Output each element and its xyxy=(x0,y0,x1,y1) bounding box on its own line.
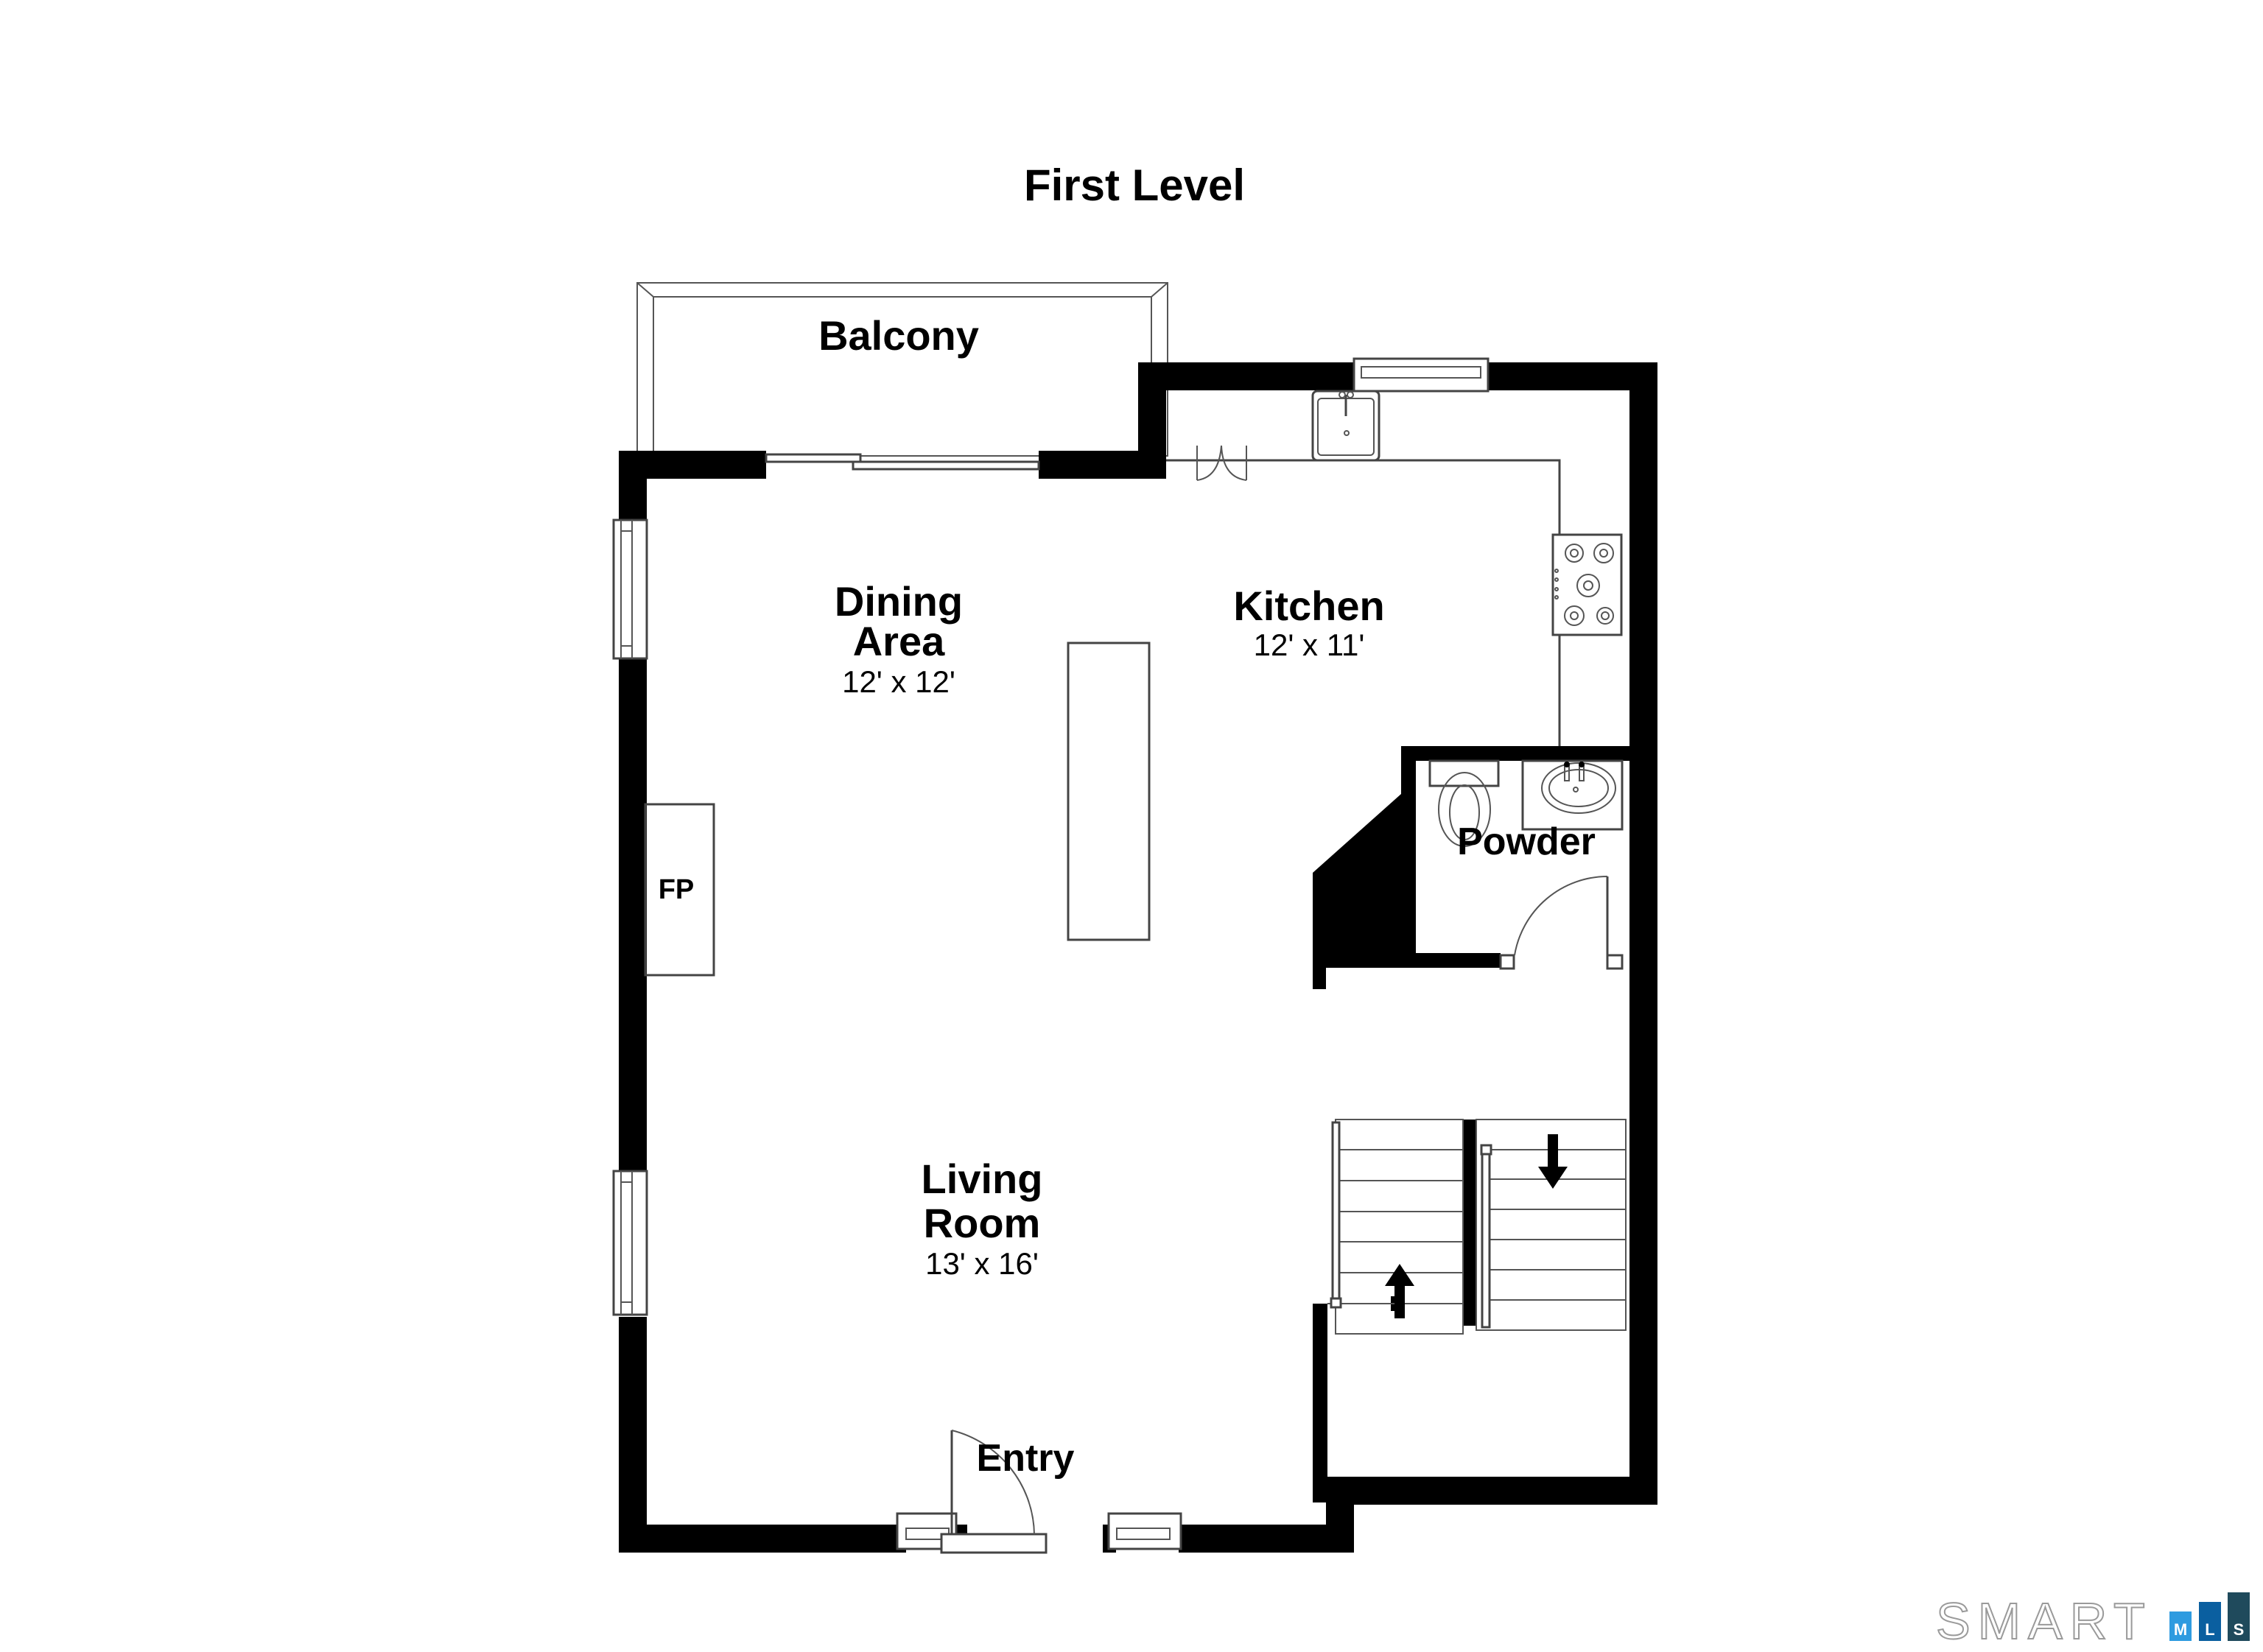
room-label-dining-line1: Dining xyxy=(835,578,963,625)
svg-text:M: M xyxy=(2174,1620,2187,1639)
room-labels: Dining Area 12' x 12' Kitchen 12' x 11' … xyxy=(835,578,1385,1281)
floor-title: First Level xyxy=(1024,161,1245,210)
room-dimensions-kitchen: 12' x 11' xyxy=(1254,628,1365,662)
vanity-sink-icon xyxy=(1541,762,1616,814)
fireplace-label: FP xyxy=(659,874,695,905)
handrail xyxy=(1481,1152,1491,1329)
room-label-balcony: Balcony xyxy=(818,312,979,359)
windows xyxy=(612,357,1490,1550)
powder-fixtures: Powder xyxy=(1428,759,1624,970)
room-label-dining-line2: Area xyxy=(853,618,945,664)
kitchen-island xyxy=(1067,642,1151,941)
stairs xyxy=(1327,1119,1627,1335)
kitchen-sink-icon xyxy=(1311,390,1380,462)
smart-mls-logo: SMART M L S xyxy=(1935,1592,2250,1651)
room-label-living-line2: Room xyxy=(924,1200,1041,1246)
stairs-down-flight xyxy=(1476,1119,1627,1331)
room-dimensions-dining: 12' x 12' xyxy=(842,664,955,699)
svg-text:S: S xyxy=(2234,1620,2245,1639)
window-left-lower xyxy=(612,1170,648,1316)
kitchen-counters xyxy=(1166,445,1561,746)
window-kitchen-top xyxy=(1352,357,1490,393)
arrow-up-icon xyxy=(1385,1264,1414,1318)
logo-block-l xyxy=(2199,1602,2221,1641)
room-label-living-line1: Living xyxy=(922,1156,1043,1202)
svg-text:L: L xyxy=(2205,1620,2214,1639)
toilet-tank-icon xyxy=(1428,759,1500,787)
room-label-powder: Powder xyxy=(1457,820,1596,863)
sliding-door-balcony xyxy=(765,453,1040,471)
toilet-bowl-icon xyxy=(1438,772,1491,847)
handrail xyxy=(1331,1121,1341,1301)
balcony: Balcony xyxy=(636,282,1168,457)
logo-block-s xyxy=(2228,1592,2250,1641)
logo-block-m xyxy=(2169,1611,2192,1641)
entry-door: Entry xyxy=(940,1430,1075,1554)
stairs-up-flight xyxy=(1327,1119,1464,1335)
room-label-kitchen: Kitchen xyxy=(1233,583,1384,629)
window-bottom-right xyxy=(1107,1512,1182,1550)
window-left-upper xyxy=(612,519,648,660)
walls xyxy=(619,362,1657,1553)
cooktop-icon xyxy=(1551,533,1623,636)
room-label-entry: Entry xyxy=(977,1437,1075,1480)
room-dimensions-living: 13' x 16' xyxy=(925,1246,1039,1281)
fireplace: FP xyxy=(644,803,715,977)
logo-text: SMART xyxy=(1936,1592,2153,1650)
arrow-down-icon xyxy=(1538,1134,1568,1189)
